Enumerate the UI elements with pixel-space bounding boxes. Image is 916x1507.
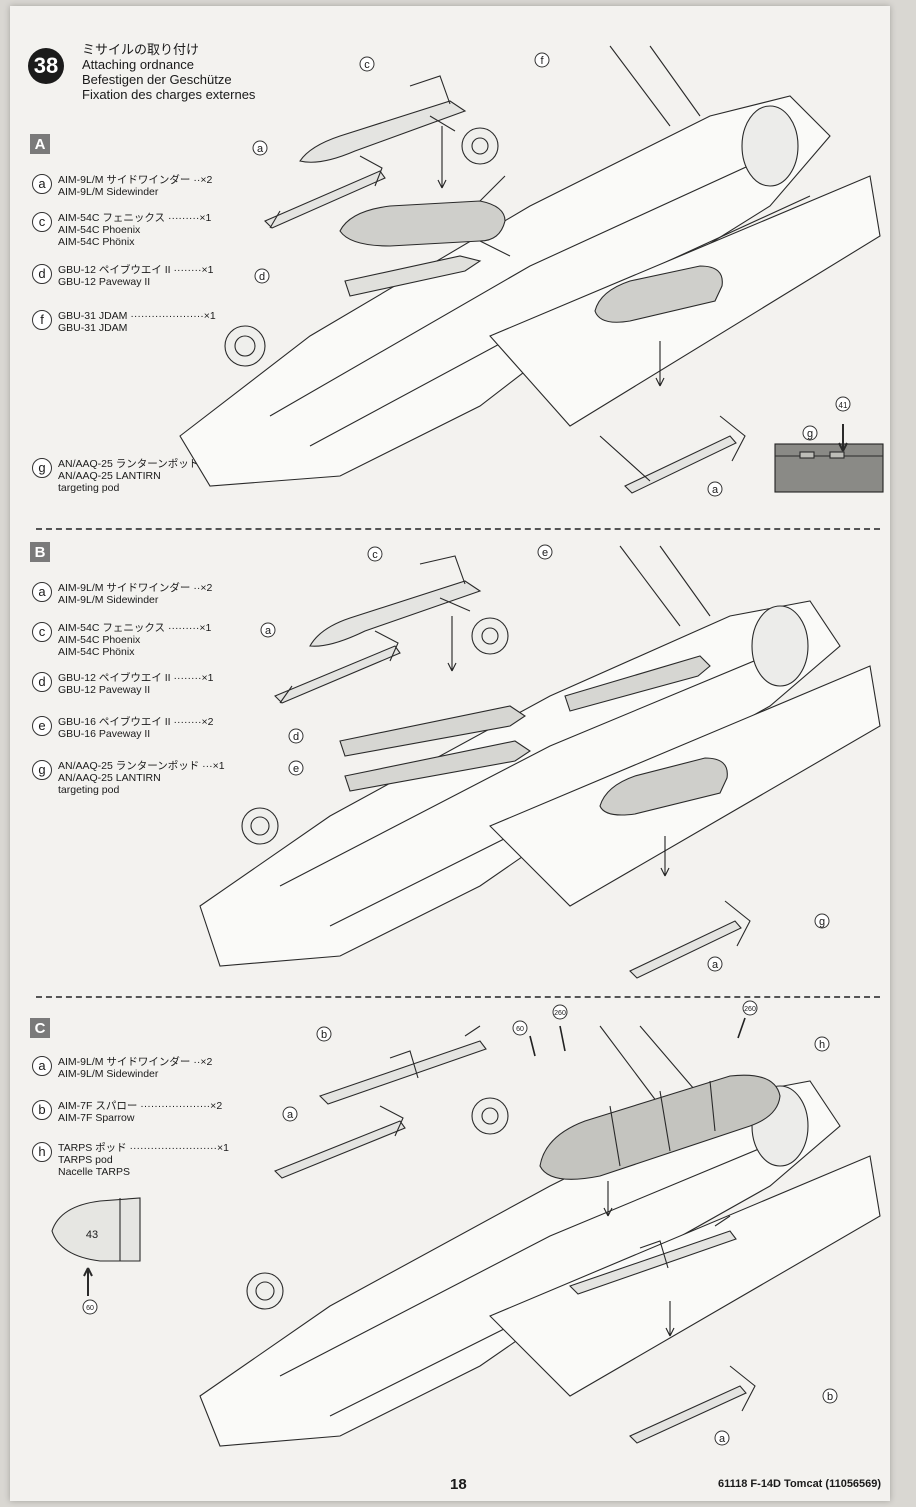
callout-label: e: [542, 547, 548, 559]
section-a-phoenix-missile: [299, 75, 467, 163]
section-divider: [36, 528, 880, 530]
callout-label: e: [293, 763, 299, 775]
section-c-cement-arrows: [529, 1017, 746, 1057]
assembly-illustrations: c f a d g a 41 c e a d e g a b a h b a 6…: [51, 45, 884, 1447]
part-letter: h: [32, 1142, 52, 1162]
part-letter: a: [32, 174, 52, 194]
callout-label: a: [265, 625, 272, 637]
part-letter: d: [32, 264, 52, 284]
part-number-label: 41: [839, 401, 848, 410]
callout-label: a: [712, 959, 719, 971]
callout-label: f: [540, 55, 544, 67]
section-c-detail-inset: [51, 1197, 141, 1296]
part-number-label: 260: [744, 1006, 756, 1013]
step-title: ミサイルの取り付け Attaching ordnance Befestigen …: [82, 42, 255, 102]
instruction-page: 38 ミサイルの取り付け Attaching ordnance Befestig…: [10, 6, 890, 1501]
step-number-badge: 38: [28, 48, 64, 84]
callout-label: a: [287, 1109, 294, 1121]
section-b-sidewinder-missile: [274, 630, 401, 704]
part-letter: d: [32, 672, 52, 692]
callout-label: d: [293, 731, 299, 743]
section-a-paveway-bomb: [344, 255, 482, 297]
section-a-lower-sidewinder: [624, 415, 746, 494]
callout-label: c: [364, 59, 370, 71]
section-a-sidewinder-missile: [264, 155, 386, 229]
callout-label: g: [819, 916, 825, 928]
callout-label: g: [807, 428, 813, 440]
section-c-sparrow-missiles: [318, 1025, 737, 1295]
callout-label: d: [259, 271, 265, 283]
part-letter: f: [32, 310, 52, 330]
callout-label: b: [827, 1391, 833, 1403]
step-title-de: Befestigen der Geschütze: [82, 72, 232, 87]
callout-label: b: [321, 1029, 327, 1041]
page-number: 18: [450, 1476, 467, 1493]
section-divider: [36, 996, 880, 998]
section-b-paveway-bombs: [339, 655, 711, 792]
section-c-tarps-pod: [539, 1074, 781, 1180]
product-code: 61118 F-14D Tomcat (11056569): [718, 1478, 882, 1490]
step-title-fr: Fixation des charges externes: [82, 87, 256, 102]
callout-label: c: [372, 549, 378, 561]
callout-label: a: [719, 1433, 726, 1445]
part-letter: c: [32, 212, 52, 232]
section-b-badge: B: [30, 542, 50, 562]
section-a-jdam-bomb: [339, 175, 511, 257]
section-b-aircraft-drawing: [199, 545, 881, 967]
part-letter: g: [32, 760, 52, 780]
part-number-label: 60: [516, 1026, 524, 1033]
part-letter: c: [32, 622, 52, 642]
part-letter: a: [32, 1056, 52, 1076]
part-letter: g: [32, 458, 52, 478]
section-b-phoenix-missile: [309, 555, 482, 647]
step-title-en: Attaching ordnance: [82, 57, 195, 72]
part-letter: b: [32, 1100, 52, 1120]
section-b-lower-sidewinder: [629, 900, 751, 979]
section-a-detail-inset: [774, 424, 884, 493]
callout-label: h: [819, 1039, 825, 1051]
section-b-lantirn-pod: [599, 757, 728, 816]
callout-label: a: [257, 143, 264, 155]
section-c-sidewinder-missiles: [274, 1105, 756, 1444]
section-a-badge: A: [30, 134, 50, 154]
section-c-badge: C: [30, 1018, 50, 1038]
part-number-label: 60: [86, 1305, 94, 1312]
part-letter: a: [32, 582, 52, 602]
callout-label: a: [712, 484, 719, 496]
section-a-aircraft-drawing: [179, 45, 881, 487]
step-title-jp: ミサイルの取り付け: [82, 42, 200, 57]
part-number-label: 260: [554, 1010, 566, 1017]
part-letter: e: [32, 716, 52, 736]
part-number-label: 43: [86, 1229, 98, 1241]
section-a-lantirn-pod: [594, 265, 723, 323]
